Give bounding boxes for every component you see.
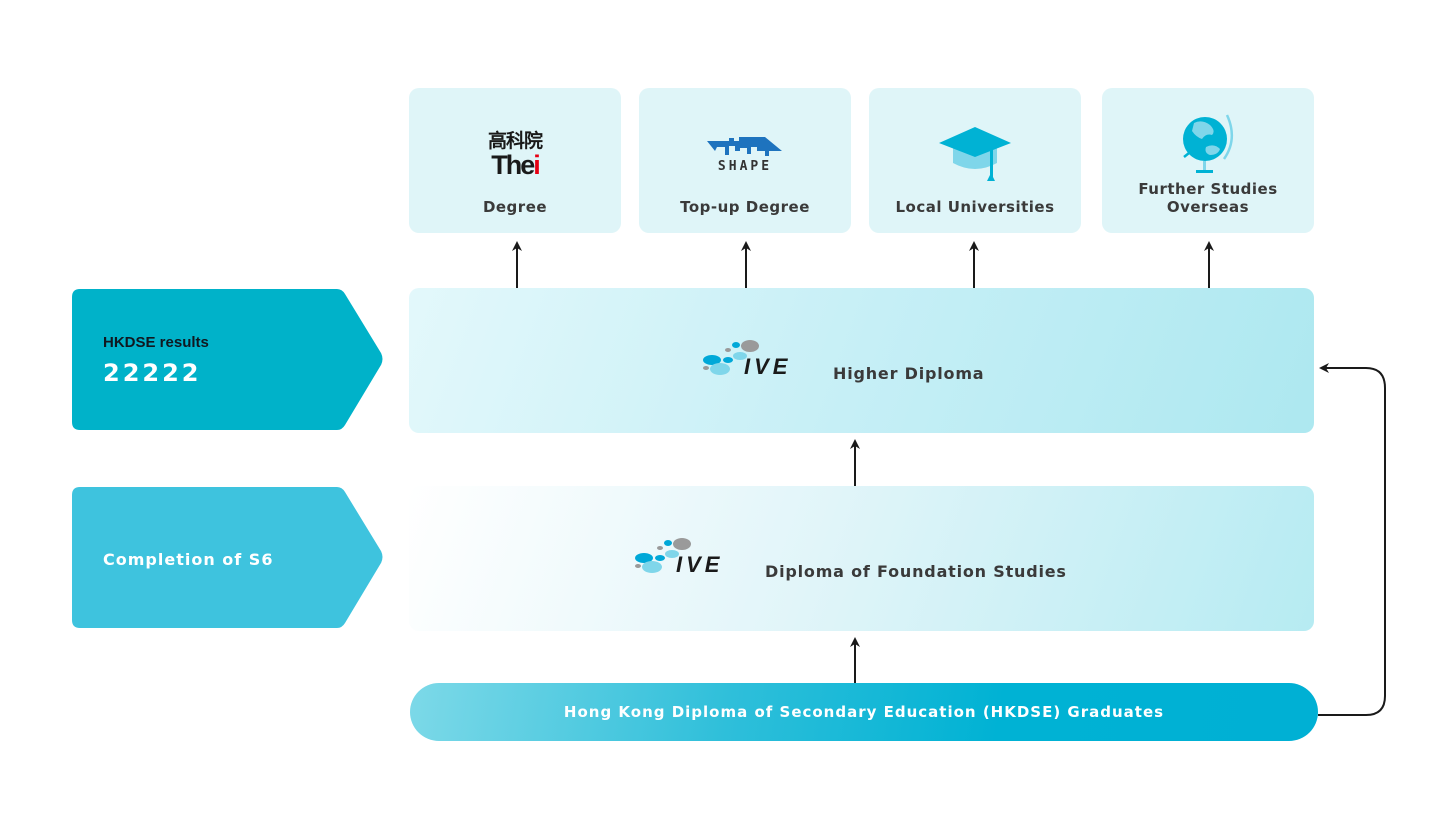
thei-logo-en: The [491,149,535,180]
tag-title: Completion of S6 [103,550,274,569]
graduates-label: Hong Kong Diploma of Secondary Education… [563,703,1165,721]
tag-title: HKDSE results [103,334,209,351]
stage-foundation-studies[interactable]: IVE Diploma of Foundation Studies [409,486,1314,631]
tag-shape [72,487,383,628]
tag-shape [72,289,383,430]
pathway-label: Degree [482,198,548,216]
stage-label: Diploma of Foundation Studies [765,562,1067,581]
stage-higher-diploma[interactable]: IVE Higher Diploma [409,288,1314,433]
ive-logo: IVE [702,338,791,378]
thei-logo-accent: i [533,149,540,180]
ive-dots-icon [703,340,759,375]
thei-logo: 高科院 Thei [487,120,543,190]
shape-logo-text: SHAPE [717,158,773,174]
pathway-label: Local Universities [895,198,1055,216]
ive-logo-text: IVE [744,354,792,379]
ive-logo-text: IVE [676,552,724,577]
hkdse-graduates-bar[interactable]: Hong Kong Diploma of Secondary Education… [410,683,1318,741]
entry-tag-hkdse-results[interactable]: HKDSE results 22222 [72,289,384,430]
stage-label: Higher Diploma [833,364,985,383]
tag-value: 22222 [103,359,202,387]
pathway-label: Top-up Degree [680,198,810,216]
ive-dots-icon [635,538,691,573]
shape-logo: SHAPE [707,120,783,190]
thei-logo-cn: 高科院 [487,129,543,152]
pathway-card-degree[interactable]: 高科院 Thei Degree [409,88,621,233]
arrow-graduates-to-higher-diploma [1318,363,1386,716]
entry-tag-completion-s6[interactable]: Completion of S6 [72,487,384,628]
skyline-icon [707,136,782,156]
ive-logo: IVE [634,536,723,576]
pathway-card-top-up-degree[interactable]: SHAPE Top-up Degree [639,88,851,233]
pathway-card-further-studies-overseas[interactable]: Further Studies Overseas [1102,88,1314,233]
graduation-cap-icon [939,120,1011,190]
pathway-card-local-universities[interactable]: Local Universities [869,88,1081,233]
globe-icon [1180,112,1236,176]
pathway-label-line2: Overseas [1166,198,1250,216]
pathway-label-line1: Further Studies [1138,180,1278,198]
